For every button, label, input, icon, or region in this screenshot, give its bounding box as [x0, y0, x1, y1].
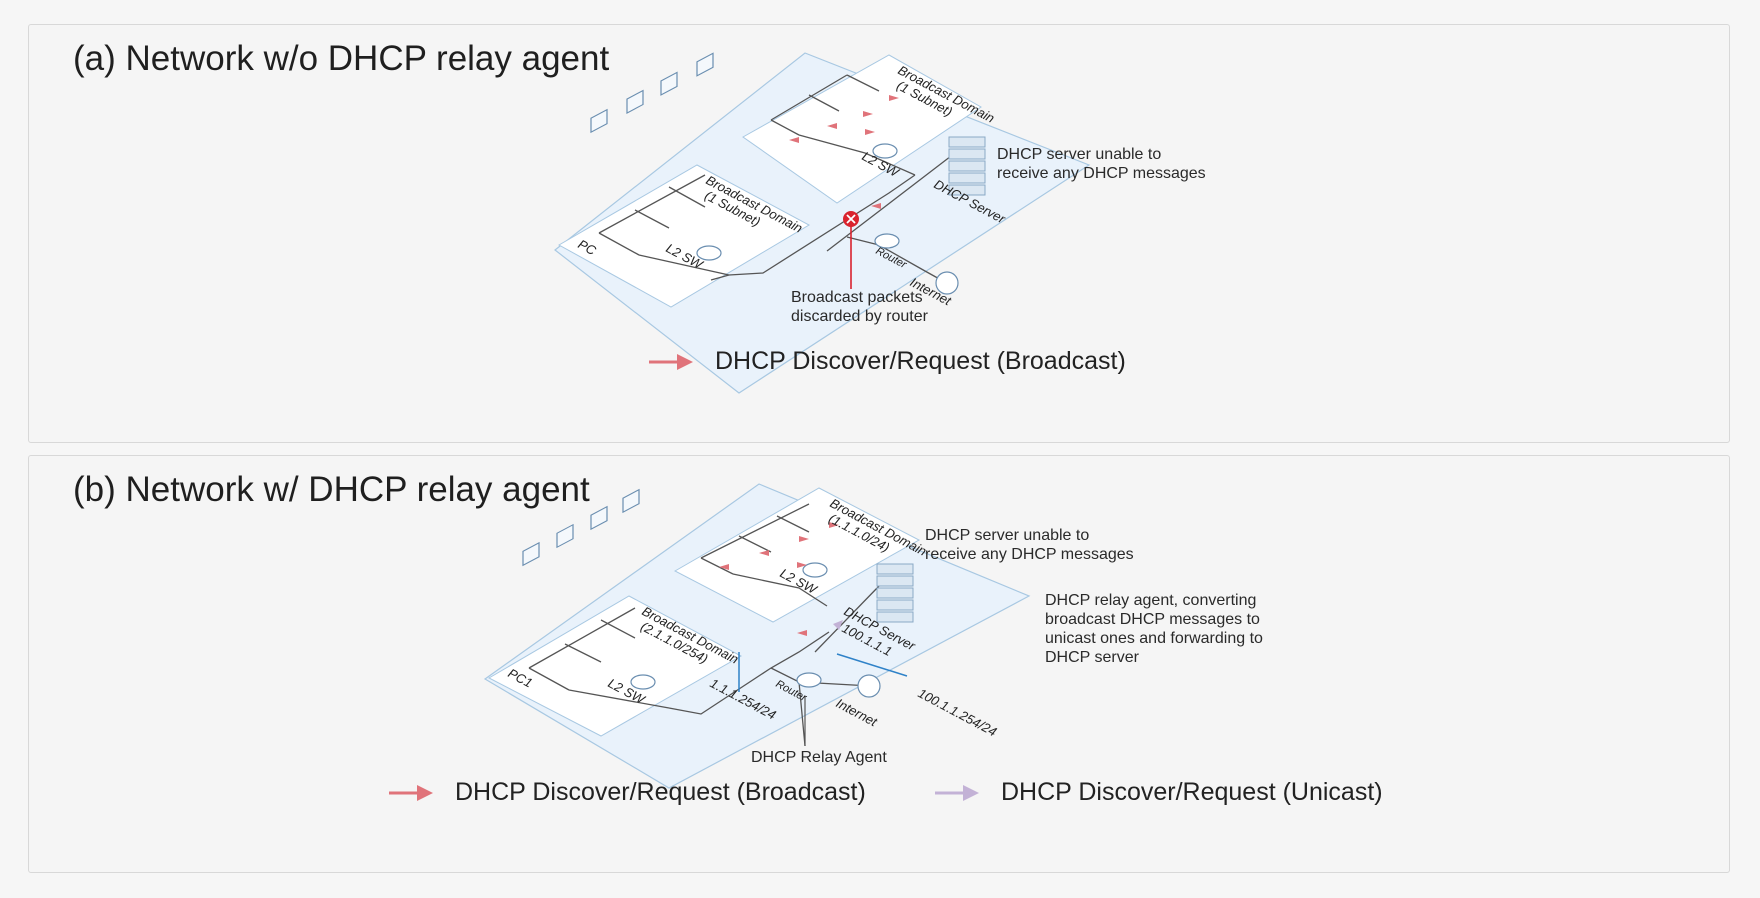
broadcast-arrow-icon	[827, 123, 837, 129]
switch-icon	[696, 245, 722, 261]
switch-icon	[802, 562, 828, 578]
relay-links	[738, 652, 908, 692]
broadcast-arrow-icon	[789, 137, 799, 143]
panel-b-title: (b) Network w/ DHCP relay agent	[73, 470, 590, 509]
panel-b: (b) Network w/ DHCP relay agent	[28, 455, 1730, 873]
front-domain-plane	[557, 164, 811, 308]
unicast-arrow-icon	[935, 784, 979, 801]
legend-broadcast-label: DHCP Discover/Request (Broadcast)	[455, 778, 866, 806]
relay-note: DHCP relay agent, converting broadcast D…	[1045, 592, 1263, 666]
router-ip-right: 100.1.1.254/24	[916, 685, 1000, 739]
broadcast-arrow-icon	[389, 784, 433, 801]
switch-icon	[630, 674, 656, 690]
broadcast-arrows	[719, 522, 839, 636]
legend-unicast-label: DHCP Discover/Request (Unicast)	[1001, 778, 1383, 806]
unicast-arrows	[833, 620, 843, 630]
switch-icons	[630, 562, 881, 698]
front-pcs	[522, 488, 640, 567]
server-icon	[876, 563, 914, 623]
broadcast-arrow-icon	[797, 562, 807, 568]
panel-a: (a) Network w/o DHCP relay agent	[28, 24, 1730, 443]
pc-icon	[626, 89, 644, 114]
legend-unicast: DHCP Discover/Request (Unicast)	[933, 778, 1383, 807]
unicast-arrow-icon	[833, 620, 843, 630]
router-icon	[874, 233, 900, 249]
switch-icon	[872, 143, 898, 159]
front-pcs	[590, 52, 714, 134]
back-domain-plane	[742, 54, 982, 204]
internet-label: Internet	[834, 695, 881, 730]
legend-broadcast-label: DHCP Discover/Request (Broadcast)	[715, 347, 1126, 375]
broadcast-arrow-icon	[797, 630, 807, 636]
broadcast-arrow-icon	[719, 564, 729, 570]
back-domain-plane	[673, 487, 921, 623]
network-diagram-a: Broadcast Domain (1 Subnet) Broadcast Do…	[554, 52, 1091, 394]
back-domain-wires	[770, 74, 916, 176]
broadcast-arrow-icon	[649, 353, 693, 370]
pc-icon	[590, 505, 608, 531]
legend-broadcast: DHCP Discover/Request (Broadcast)	[647, 347, 1126, 376]
switch-icons	[696, 143, 959, 295]
internet-icon	[935, 271, 959, 295]
pc-icon	[522, 541, 540, 567]
front-domain-wires	[598, 174, 916, 281]
broadcast-arrow-icon	[829, 522, 839, 528]
broadcast-arrow-icon	[889, 95, 899, 101]
front-domain-plane	[487, 595, 743, 737]
pc-icon	[590, 108, 608, 134]
broadcast-arrow-icon	[799, 536, 809, 542]
broadcast-arrows	[789, 95, 899, 209]
legend-broadcast: DHCP Discover/Request (Broadcast)	[387, 778, 866, 807]
router-icon	[796, 672, 822, 688]
pc-icon	[696, 52, 714, 77]
server-note: DHCP server unable to receive any DHCP m…	[925, 527, 1134, 563]
internet-icon	[857, 674, 881, 698]
panel-a-title: (a) Network w/o DHCP relay agent	[73, 39, 610, 78]
broadcast-arrow-icon	[759, 550, 769, 556]
server-note: DHCP server unable to receive any DHCP m…	[997, 146, 1206, 182]
broadcast-arrow-icon	[871, 203, 881, 209]
pc-icon	[556, 523, 574, 549]
network-diagram-b: Broadcast Domain (1.1.1.0/24) Broadcast …	[483, 483, 1031, 789]
back-domain-wires	[700, 503, 828, 607]
pc-icon	[622, 488, 640, 514]
relay-agent-label: DHCP Relay Agent	[751, 749, 887, 766]
broadcast-arrow-icon	[865, 129, 875, 135]
discard-note: Broadcast packets discarded by router	[791, 289, 928, 325]
broadcast-arrow-icon	[863, 111, 873, 117]
server-icon	[948, 136, 986, 196]
pc-icon	[660, 71, 678, 96]
discard-x-mark	[846, 214, 856, 224]
